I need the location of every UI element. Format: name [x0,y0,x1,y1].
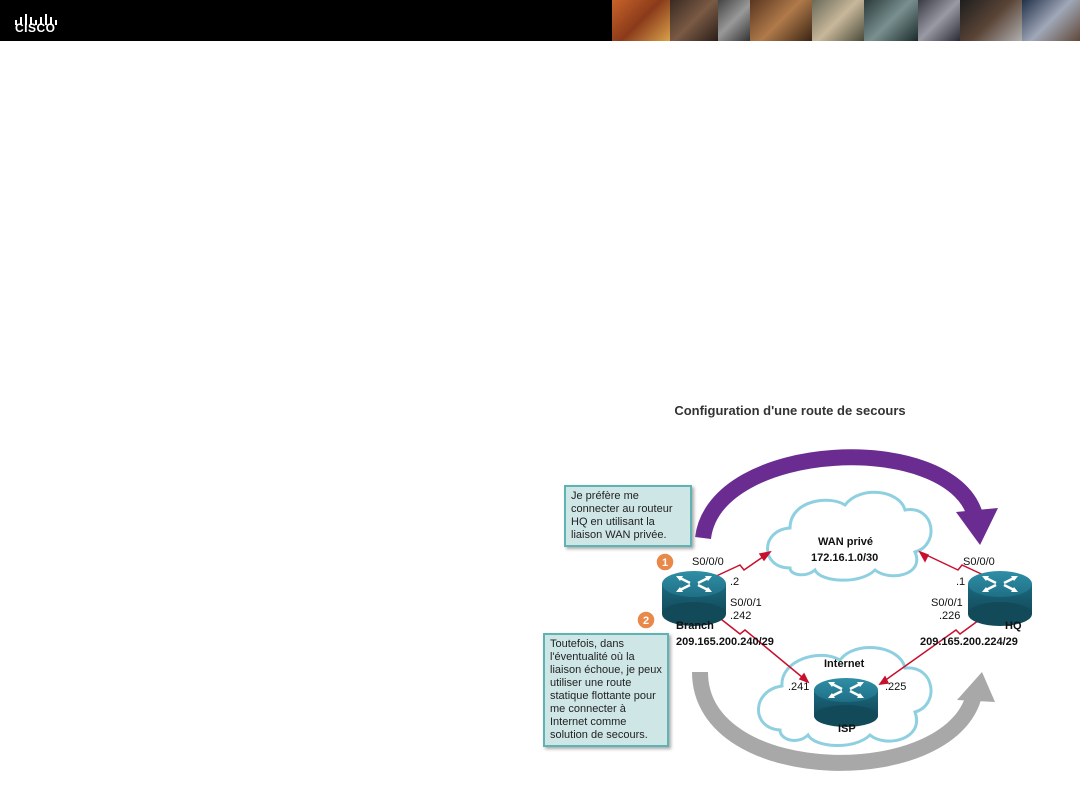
svg-text:2: 2 [643,615,649,627]
internet-cloud-name: Internet [824,658,865,670]
callout-1-text: Je préfère me connecter au routeur HQ en… [571,490,673,541]
callout-1: Je préfère me connecter au routeur HQ en… [564,485,692,547]
wan-cloud-network: 172.16.1.0/30 [811,552,879,564]
branch-s001-label: S0/0/1 [730,597,762,609]
step-badge-1: 1 [655,552,675,572]
branch-s000-ip: .2 [730,576,740,588]
backup-path-arrow [692,671,995,771]
step-badge-2: 2 [636,610,656,630]
hq-s000-label: S0/0/0 [963,556,995,568]
branch-s001-ip: .242 [730,610,752,622]
serial-link-branch-isp [711,611,810,684]
isp-left-ip: .241 [788,681,810,693]
branch-name: Branch [676,620,714,632]
hq-network: 209.165.200.224/29 [920,636,1018,648]
diagram-title: Configuration d'une route de secours [674,403,906,418]
isp-router-icon [814,678,878,727]
primary-path-arrow [695,449,998,545]
svg-text:1: 1 [662,557,668,569]
callout-2: Toutefois, dans l'éventualité où la liai… [543,633,669,747]
header-photo-strip [612,0,1080,41]
hq-s000-ip: .1 [956,576,966,588]
branch-router-icon [662,571,726,626]
isp-name: ISP [838,723,856,735]
cisco-logo-bars-icon [15,14,57,25]
isp-right-ip: .225 [885,681,907,693]
cisco-logo-text: CISCO [15,21,56,35]
serial-link-hq-isp [878,611,991,685]
branch-network: 209.165.200.240/29 [676,636,774,648]
branch-s000-label: S0/0/0 [692,556,724,568]
hq-s001-label: S0/0/1 [931,597,963,609]
serial-link-hq-wan [918,550,991,579]
hq-s001-ip: .226 [939,610,961,622]
callout-2-text: Toutefois, dans l'éventualité où la liai… [550,638,662,741]
serial-link-branch-wan [711,550,772,579]
header-bar: CISCO [0,0,1080,41]
hq-router-icon [968,571,1032,626]
hq-name: HQ [1005,620,1022,632]
wan-cloud-icon [766,490,933,582]
wan-cloud-name: WAN privé [818,536,874,548]
